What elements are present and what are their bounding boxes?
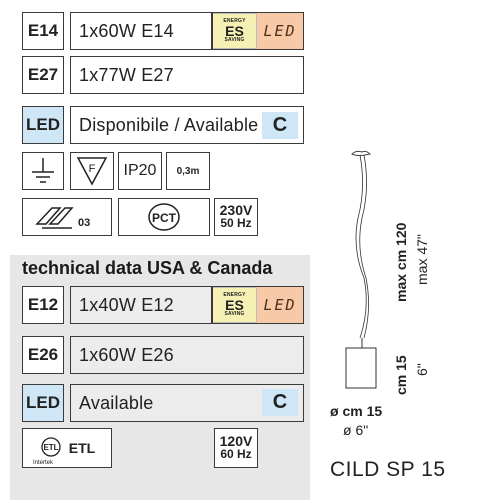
led-badge: LED xyxy=(257,13,303,49)
voltage-value: 120V xyxy=(219,433,253,449)
led-badge-usa: LED xyxy=(257,287,303,323)
energy-saving-badge-usa: ENERGY ES SAVING xyxy=(212,287,257,323)
led-class-letter-usa: C xyxy=(262,389,298,416)
e14-row-end xyxy=(212,12,304,50)
eac03-mark-icon: 03 xyxy=(22,198,112,236)
diameter-in: ø 6" xyxy=(343,422,369,438)
product-name: CILD SP 15 xyxy=(330,458,446,481)
socket-code-e26: E26 xyxy=(22,336,64,374)
etl-label: ETL xyxy=(68,440,96,456)
saving-label: SAVING xyxy=(224,37,245,43)
0.3m-distance-icon: 0,3m xyxy=(166,152,210,190)
bulb-spec-e27: 1x77W E27 xyxy=(70,56,304,94)
es-label: ES xyxy=(225,23,244,39)
bulb-spec-e12: 1x40W E12 xyxy=(70,286,212,324)
energy-saving-badge: ENERGY ES SAVING xyxy=(212,13,257,49)
e12-row-end xyxy=(212,286,304,324)
bulb-spec-e26: 1x60W E26 xyxy=(70,336,304,374)
pendant-lamp-drawing xyxy=(345,150,377,389)
bulb-spec-e14: 1x60W E14 xyxy=(70,12,212,50)
energy-label: ENERGY xyxy=(223,18,246,24)
pct-mark-icon: PCT xyxy=(118,198,210,236)
socket-code-e14: E14 xyxy=(22,12,64,50)
diameter-cm: ø cm 15 xyxy=(330,403,383,419)
ground-symbol-icon xyxy=(22,152,64,190)
voltage-eu: 230V 50 Hz xyxy=(214,198,258,236)
ip20-label: IP20 xyxy=(118,152,162,190)
usa-heading: technical data USA & Canada xyxy=(22,258,273,278)
led-class-letter: C xyxy=(262,112,298,139)
etl-mark-icon: ETL ETL Intertek xyxy=(22,428,112,468)
es-label: ES xyxy=(225,297,244,313)
f-triangle-icon: F xyxy=(70,152,114,190)
shade-height-cm: cm 15 xyxy=(393,355,409,395)
shade-height-in: 6" xyxy=(414,363,430,376)
svg-text:ETL: ETL xyxy=(43,443,58,452)
eac-number: 03 xyxy=(78,217,90,229)
intertek-label: Intertek xyxy=(33,460,54,466)
max-height-in: max 47" xyxy=(414,234,430,285)
socket-code-led: LED xyxy=(22,106,64,144)
socket-code-e27: E27 xyxy=(22,56,64,94)
frequency-value: 60 Hz xyxy=(220,447,252,461)
socket-code-e12: E12 xyxy=(22,286,64,324)
voltage-value: 230V xyxy=(219,202,253,218)
voltage-usa: 120V 60 Hz xyxy=(214,428,258,468)
frequency-value: 50 Hz xyxy=(220,216,252,230)
svg-text:F: F xyxy=(89,163,96,175)
energy-label: ENERGY xyxy=(223,292,246,298)
svg-text:PCT: PCT xyxy=(152,211,177,225)
max-height-cm: max cm 120 xyxy=(393,222,409,302)
saving-label: SAVING xyxy=(224,311,245,317)
socket-code-led-usa: LED xyxy=(22,384,64,422)
distance-label: 0,3m xyxy=(176,165,200,177)
